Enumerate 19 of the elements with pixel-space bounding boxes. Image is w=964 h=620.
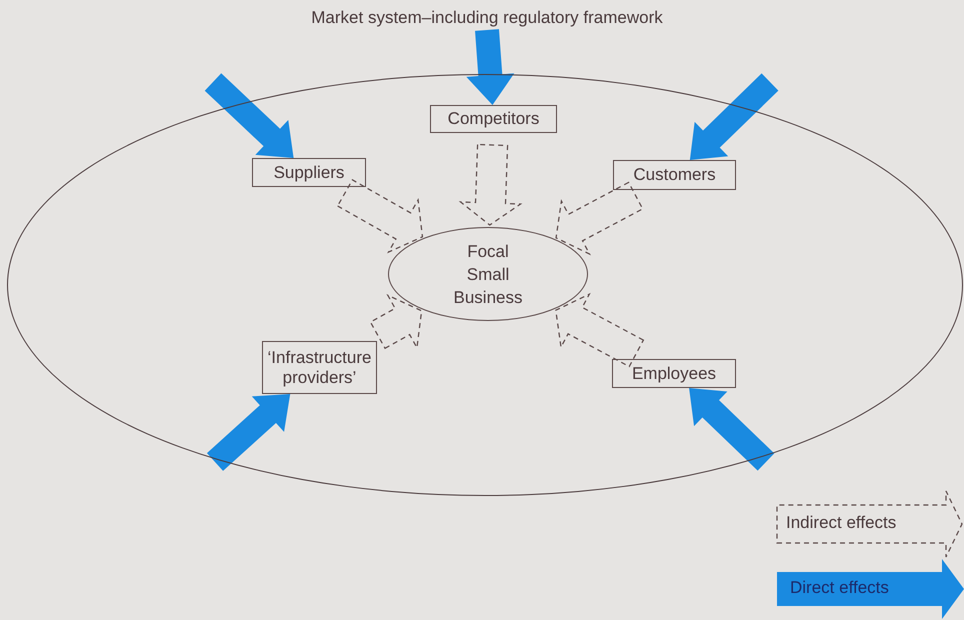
block-arrow: [690, 73, 778, 160]
stakeholder-box: Employees: [612, 359, 736, 388]
dashed-block-arrow: [555, 182, 644, 256]
block-arrow: [206, 394, 290, 471]
stakeholder-box: ‘Infrastructure providers’: [262, 341, 377, 394]
dashed-block-arrow: [458, 144, 522, 226]
dashed-block-arrow: [555, 292, 644, 368]
ellipse-heading: Market system–including regulatory framework: [311, 8, 663, 28]
block-arrow: [204, 73, 294, 158]
stakeholder-box: Suppliers: [252, 158, 366, 187]
legend-label: Direct effects: [790, 578, 889, 598]
dashed-block-arrow: [336, 179, 424, 254]
block-arrow: [689, 388, 774, 471]
dashed-block-arrow: [370, 294, 422, 350]
focal-ellipse: Focal Small Business: [388, 227, 588, 321]
block-arrow: [466, 29, 514, 105]
legend-label: Indirect effects: [786, 513, 896, 533]
stakeholder-box: Customers: [613, 160, 736, 190]
stakeholder-box: Competitors: [430, 105, 557, 133]
